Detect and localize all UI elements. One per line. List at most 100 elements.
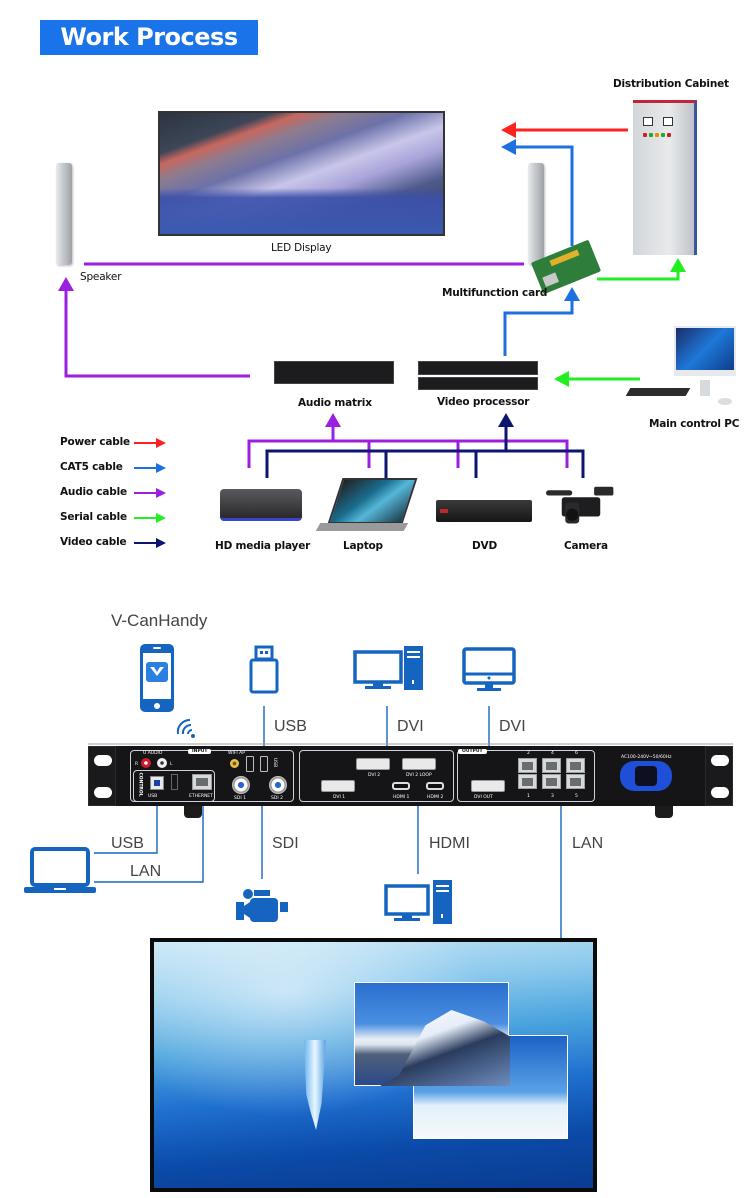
- rack-ear-left: [88, 746, 116, 806]
- dvi1-port[interactable]: [321, 780, 355, 792]
- video-camera-icon: [236, 889, 288, 922]
- led-display-label: LED Display: [271, 242, 332, 254]
- sdi-label: SDI: [272, 835, 299, 852]
- camcorder-icon: [546, 486, 614, 524]
- icicle-graphic: [304, 1040, 326, 1130]
- main-control-pc-label: Main control PC: [649, 418, 740, 430]
- laptop-usb-line: [94, 790, 158, 854]
- lan-port-4[interactable]: [542, 758, 561, 773]
- cable-lines: [58, 122, 686, 548]
- power-rating-label: AC100-240V~50/60Hz: [621, 755, 672, 760]
- dvi1-label: DVI 1: [333, 795, 346, 800]
- sdi1-port[interactable]: [232, 776, 250, 794]
- audio-matrix-icon: [274, 361, 394, 384]
- laptop-icon: [24, 847, 96, 893]
- usb-control-label: USB: [148, 794, 158, 799]
- speaker-right-icon: [528, 163, 544, 265]
- usb-b-port[interactable]: [150, 776, 164, 790]
- ethernet-port[interactable]: [192, 774, 212, 790]
- hdmi2-port[interactable]: [426, 782, 444, 790]
- laptop-usb-label: USB: [111, 835, 144, 852]
- sdi1-label: SDI 1: [234, 796, 246, 801]
- laptop-lan-label: LAN: [130, 863, 162, 880]
- video-input-panel: [299, 750, 454, 802]
- rack-foot-left: [184, 806, 202, 818]
- lan-port-4-label: 4: [551, 751, 554, 756]
- legend-item-serial: Serial cable: [60, 511, 127, 523]
- dvi-output-label: DVI: [499, 718, 526, 735]
- hd-media-player-label: HD media player: [215, 540, 311, 552]
- legend-item-cat5: CAT5 cable: [60, 461, 123, 473]
- usb-port[interactable]: [260, 756, 268, 772]
- audio-cable-matrix-to-speaker: [58, 277, 250, 378]
- multifunction-card-label: Multifunction card: [442, 287, 548, 299]
- wifi-ap-port[interactable]: [230, 759, 239, 768]
- legend-item-audio: Audio cable: [60, 486, 127, 498]
- u-audio-label: U AUDIO: [143, 751, 163, 756]
- lan-port-2-label: 2: [527, 751, 530, 756]
- video-processor-icon: [418, 361, 538, 375]
- rack-ear-right: [705, 746, 733, 806]
- hdmi1-label: HDMI 1: [393, 795, 410, 800]
- rack-foot-right: [655, 806, 673, 818]
- distribution-cabinet-label: Distribution Cabinet: [613, 78, 729, 90]
- lan-port-3-label: 3: [551, 794, 554, 799]
- audio-r-port[interactable]: [141, 758, 151, 768]
- audio-matrix-label: Audio matrix: [298, 397, 372, 409]
- serial-cable-pc-to-processor: [554, 371, 640, 387]
- desktop-pc-icon: [353, 646, 423, 690]
- dvi2-port[interactable]: [356, 758, 390, 770]
- camera-label: Camera: [564, 540, 608, 552]
- input-section-label: INPUT: [188, 749, 212, 754]
- video-bus: [265, 413, 585, 478]
- lan-port-6-label: 6: [575, 751, 578, 756]
- power-inlet-port[interactable]: [620, 761, 672, 791]
- dvi-out-label: DVI OUT: [474, 795, 493, 800]
- serial-cable-card-to-cabinet: [597, 258, 686, 281]
- lan-port-6[interactable]: [566, 758, 585, 773]
- sdi2-port[interactable]: [269, 776, 287, 794]
- desktop-pc-icon: [384, 880, 452, 924]
- audio-bus: [247, 413, 569, 468]
- dvd-label: DVD: [472, 540, 497, 552]
- cat5-cable-to-display: [501, 139, 574, 246]
- control-section-label: CONTROL: [137, 772, 143, 797]
- lan-port-2[interactable]: [518, 758, 537, 773]
- lan-port-5[interactable]: [566, 774, 585, 789]
- usb-vertical-label: USB: [272, 757, 278, 768]
- audio-l-label: L: [170, 762, 173, 767]
- legend-item-power: Power cable: [60, 436, 130, 448]
- dvi2-loop-port[interactable]: [402, 758, 436, 770]
- dvi2-label: DVI 2: [368, 773, 381, 778]
- monitor-icon: [462, 647, 516, 691]
- control-slot: [171, 774, 178, 790]
- audio-r-label: R: [135, 762, 139, 767]
- output-panel: [457, 750, 595, 802]
- sdi2-label: SDI 2: [271, 796, 283, 801]
- hdmi-label: HDMI: [429, 835, 470, 852]
- power-cable-line: [501, 122, 628, 138]
- led-display-image: [158, 111, 445, 236]
- main-control-pc-icon: [674, 326, 736, 376]
- usb-a-port[interactable]: [246, 756, 254, 772]
- pc-stand: [700, 380, 710, 396]
- ethernet-label: ETHERNET: [189, 794, 213, 799]
- audio-l-port[interactable]: [157, 758, 167, 768]
- lan-port-3[interactable]: [542, 774, 561, 789]
- speaker-left-icon: [56, 163, 72, 265]
- lan-port-1[interactable]: [518, 774, 537, 789]
- dvi-out-port[interactable]: [471, 780, 505, 792]
- dvi2-loop-label: DVI 2 LOOP: [406, 773, 432, 778]
- distribution-cabinet-icon: [633, 100, 697, 255]
- wifi-ap-label: WIFI AP: [228, 751, 245, 756]
- usb-drive-icon: [249, 645, 279, 694]
- video-processor-label: Video processor: [437, 396, 530, 408]
- legend-item-video: Video cable: [60, 536, 127, 548]
- smartphone-app-icon[interactable]: [139, 643, 175, 713]
- hdmi1-port[interactable]: [392, 782, 410, 790]
- cat5-cable-processor-to-card: [503, 287, 580, 356]
- output-section-label: OUTPUT: [458, 749, 487, 754]
- page-title: Work Process: [40, 20, 258, 55]
- laptop-label: Laptop: [343, 540, 383, 552]
- dvi-input-label: DVI: [397, 718, 424, 735]
